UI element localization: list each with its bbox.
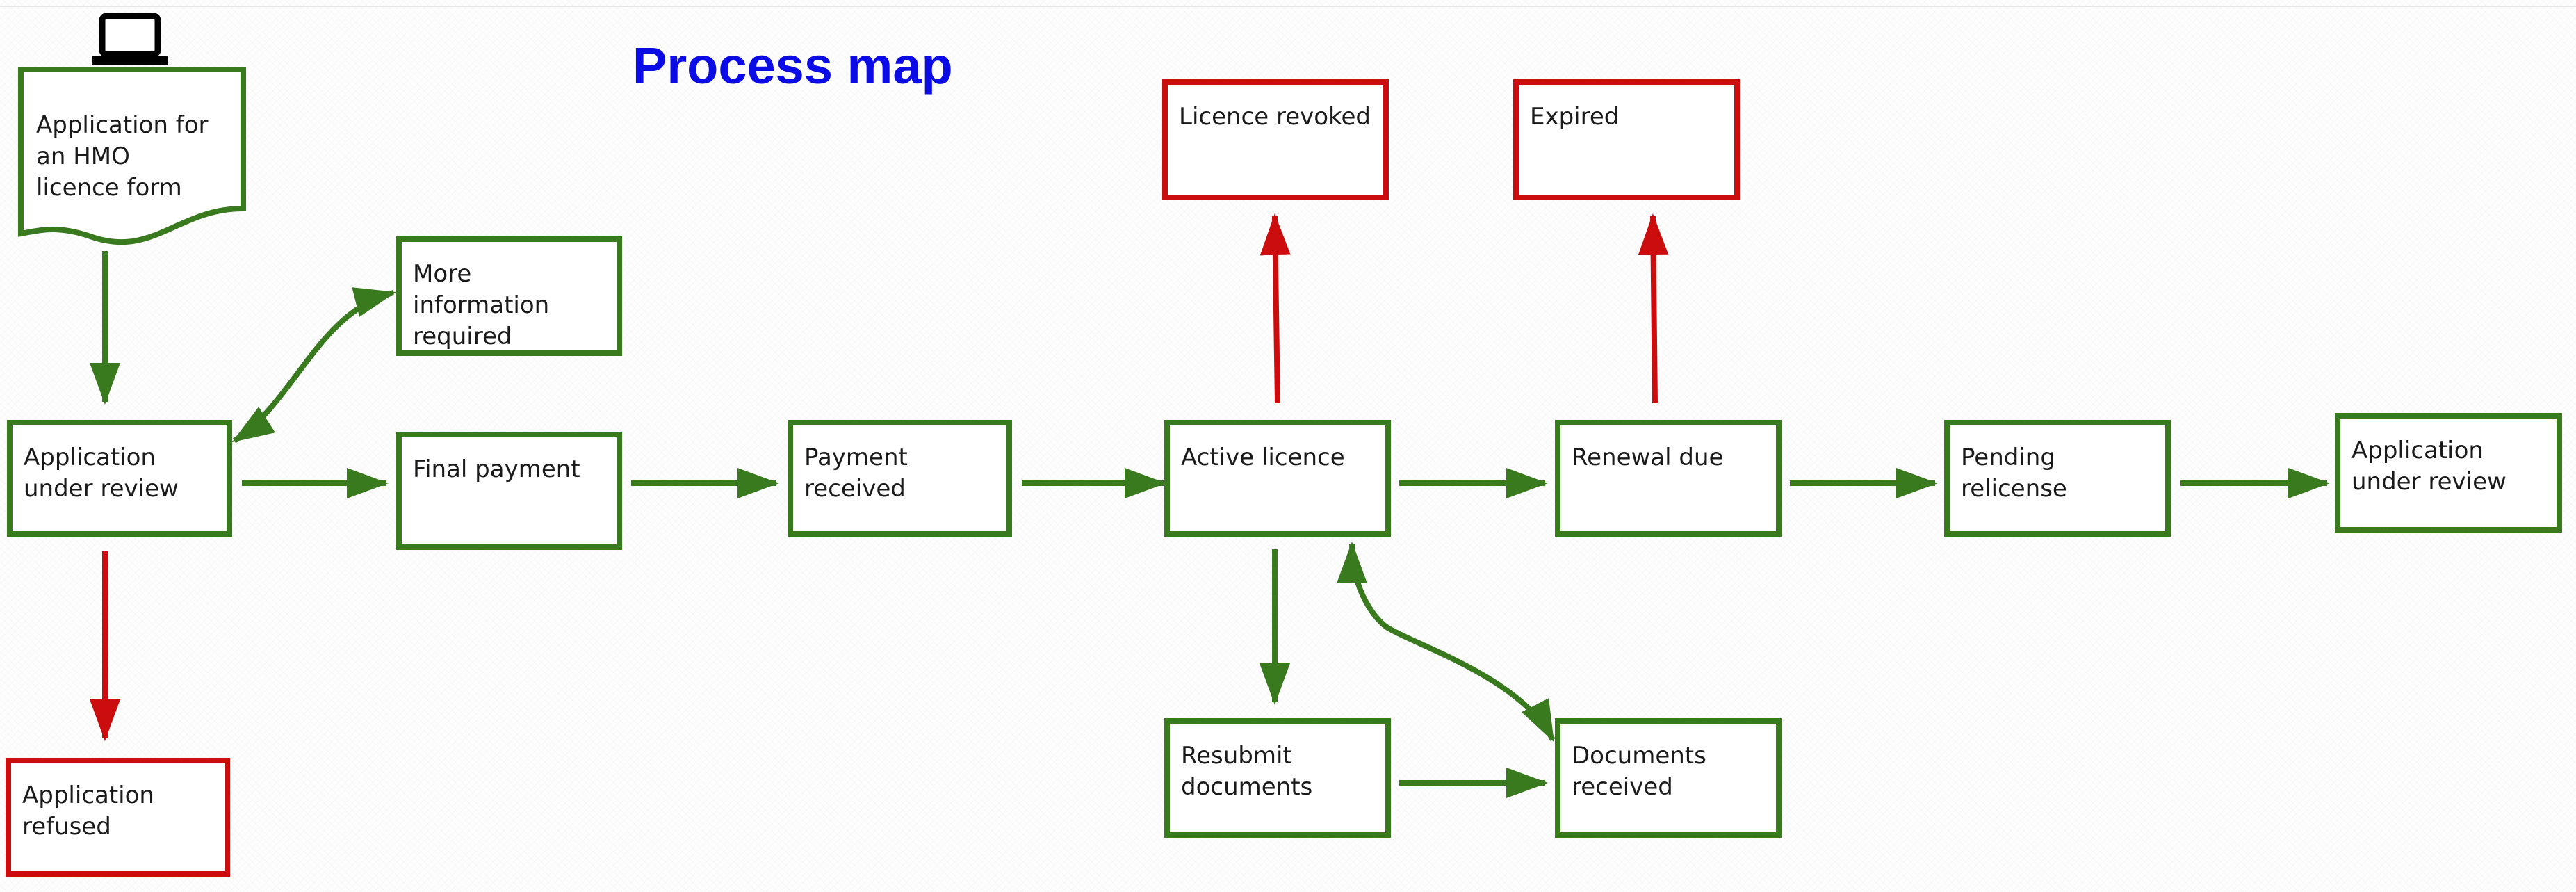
node-licence-revoked[interactable]: Licence revoked (1162, 79, 1389, 200)
node-final-payment[interactable]: Final payment (396, 432, 622, 550)
node-renewal-due[interactable]: Renewal due (1555, 420, 1782, 537)
node-label: Application under review (24, 444, 179, 503)
node-label: Pending relicense (1961, 444, 2067, 503)
node-label: More information required (413, 260, 550, 350)
node-label: Licence revoked (1179, 103, 1371, 131)
edge-review-more-information (231, 287, 396, 444)
node-documents-received[interactable]: Documents received (1555, 718, 1782, 838)
node-application-refused[interactable]: Application refused (6, 758, 230, 877)
node-label: Expired (1530, 103, 1620, 131)
node-label: Application refused (22, 781, 154, 841)
edge-active-to-revoked (1260, 213, 1291, 404)
node-active-licence[interactable]: Active licence (1164, 420, 1391, 537)
node-more-information-required[interactable]: More information required (396, 236, 622, 356)
node-label: Renewal due (1572, 444, 1724, 471)
edge-renewal-to-expired (1638, 213, 1669, 404)
application-form-label: Application for an HMO licence form (36, 111, 209, 202)
node-label: Active licence (1181, 444, 1345, 471)
node-application-under-review-2[interactable]: Application under review (2335, 413, 2562, 533)
node-resubmit-documents[interactable]: Resubmit documents (1164, 718, 1391, 838)
node-label: Application under review (2351, 437, 2506, 496)
application-form-document-shape (18, 67, 246, 245)
node-label: Resubmit documents (1181, 742, 1313, 801)
node-expired[interactable]: Expired (1513, 79, 1740, 200)
edge-documents-active (1337, 542, 1556, 743)
top-border-line (0, 6, 2576, 7)
page-title: Process map (633, 37, 953, 95)
node-payment-received[interactable]: Payment received (788, 420, 1012, 537)
node-label: Payment received (804, 444, 908, 503)
laptop-icon (92, 13, 168, 65)
node-label: Final payment (413, 455, 580, 483)
node-pending-relicense[interactable]: Pending relicense (1944, 420, 2171, 537)
node-label: Documents received (1572, 742, 1706, 801)
node-application-under-review[interactable]: Application under review (7, 420, 232, 537)
